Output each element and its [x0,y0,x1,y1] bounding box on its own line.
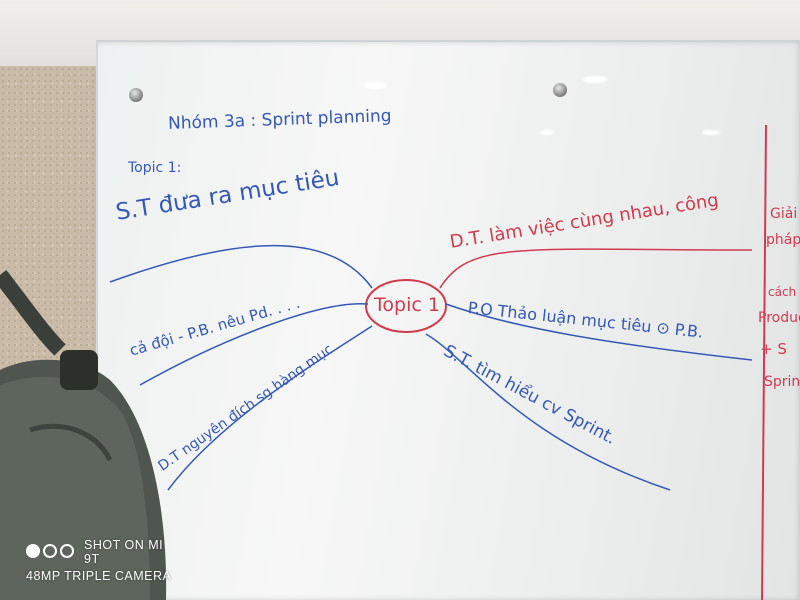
side-note: pháp [766,232,800,248]
camera-watermark: SHOT ON MI 9T 48MP TRIPLE CAMERA [26,538,171,583]
side-note: + S [760,340,787,358]
ceiling-light-reflection [364,82,386,89]
branch-line [425,333,671,491]
center-node-label: Topic 1 [374,294,440,316]
side-note: cách [768,285,797,299]
camera-dots-icon [26,544,74,558]
backpack [0,270,167,600]
side-note: Sprin [764,374,800,390]
center-node-ellipse [365,279,447,333]
branch-line [445,303,753,361]
branch-line [139,303,369,386]
mounting-bolt-icon [129,88,143,102]
watermark-line-2: 48MP TRIPLE CAMERA [26,569,172,583]
side-note: Produc [758,310,800,326]
branch-line [109,244,373,289]
branch-line [167,325,373,491]
whiteboard [96,42,800,600]
ceiling-light-reflection [702,130,720,135]
topic-label: Topic 1: [128,160,182,176]
ceiling-light-reflection [540,130,554,135]
mounting-bolt-icon [553,83,567,97]
ceiling-light-reflection [583,76,607,83]
branch-line [439,248,753,289]
side-note: Giải [770,206,798,222]
watermark-line-1: SHOT ON MI 9T [84,538,164,566]
red-divider-line [761,124,767,600]
